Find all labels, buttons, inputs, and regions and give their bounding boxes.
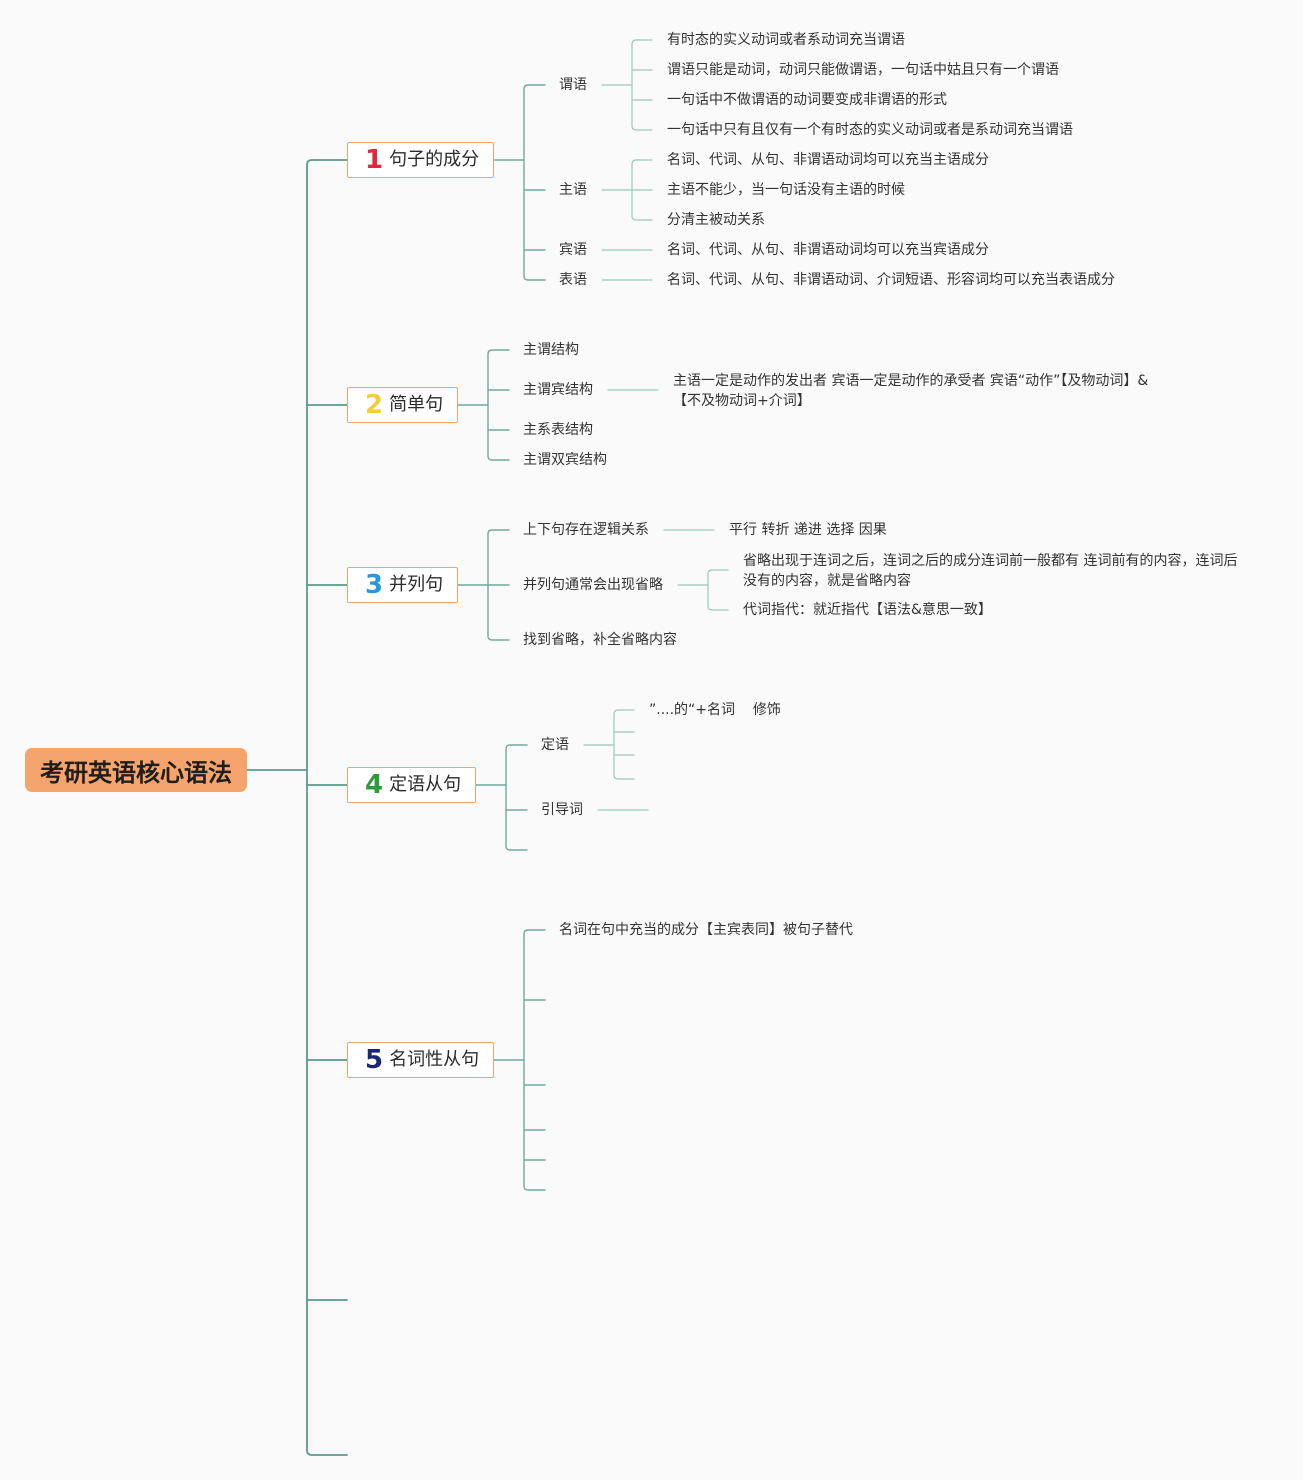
topic-label: 句子的成分 [389, 149, 480, 170]
object-note-1[interactable]: 名词、代词、从句、非谓语动词均可以充当宾语成分 [667, 242, 989, 258]
subtopic-predicate[interactable]: 谓语 [559, 77, 587, 93]
bracket-predicate [631, 39, 653, 131]
number-4-marker-icon: 4 [365, 770, 384, 800]
topic-label: 定语从句 [389, 774, 462, 795]
subtopic-svc-structure[interactable]: 主系表结构 [523, 422, 593, 438]
central-topic[interactable]: 考研英语核心语法 [25, 748, 247, 792]
subtopic-logical-relation[interactable]: 上下句存在逻辑关系 [523, 522, 649, 538]
subtopic-ellipsis[interactable]: 并列句通常会出现省略 [523, 577, 663, 593]
bracket-attributive [613, 709, 635, 780]
topic-label: 并列句 [389, 574, 444, 595]
predicate-note-2[interactable]: 谓语只能是动词，动词只能做谓语，一句话中姑且只有一个谓语 [667, 62, 1059, 78]
bracket-ellipsis [707, 569, 729, 611]
bracket-topic-3 [487, 529, 510, 641]
number-1-marker-icon: 1 [365, 145, 384, 175]
logical-relation-note-1[interactable]: 平行 转折 递进 选择 因果 [729, 522, 887, 538]
topic-attributive-clause[interactable]: 4 定语从句 [347, 767, 476, 803]
subtopic-svoo-structure[interactable]: 主谓双宾结构 [523, 452, 607, 468]
topic-label: 名词性从句 [389, 1049, 480, 1070]
bracket-subject [631, 159, 653, 221]
attributive-note-1[interactable]: ”....的“+名词 修饰 [649, 702, 781, 718]
ellipsis-note-1[interactable]: 省略出现于连词之后，连词之后的成分连词前一般都有 连词前有的内容，连词后 没有的… [743, 553, 1238, 589]
number-2-marker-icon: 2 [365, 390, 384, 420]
subject-note-2[interactable]: 主语不能少，当一句话没有主语的时候 [667, 182, 905, 198]
predicate-note-3[interactable]: 一句话中不做谓语的动词要变成非谓语的形式 [667, 92, 947, 108]
subject-note-3[interactable]: 分清主被动关系 [667, 212, 765, 228]
subtopic-object[interactable]: 宾语 [559, 242, 587, 258]
subtopic-restore-ellipsis[interactable]: 找到省略，补全省略内容 [523, 632, 677, 648]
subtopic-attributive[interactable]: 定语 [541, 737, 569, 753]
topic-simple-sentence[interactable]: 2 简单句 [347, 387, 458, 423]
bracket-topic-4 [505, 744, 528, 851]
ellipsis-note-2[interactable]: 代词指代：就近指代【语法&意思一致】 [743, 602, 992, 618]
bracket-topic-2 [487, 349, 510, 461]
topic-compound-sentence[interactable]: 3 并列句 [347, 567, 458, 603]
number-5-marker-icon: 5 [365, 1045, 384, 1075]
predicative-note-1[interactable]: 名词、代词、从句、非谓语动词、介词短语、形容词均可以充当表语成分 [667, 272, 1115, 288]
predicate-note-1[interactable]: 有时态的实义动词或者系动词充当谓语 [667, 32, 905, 48]
bracket-topic-1 [523, 84, 546, 281]
svo-note-1[interactable]: 主语一定是动作的发出者 宾语一定是动作的承受者 宾语“动作”【及物动词】& 【不… [673, 373, 1149, 409]
nominal-clause-note-1[interactable]: 名词在句中充当的成分【主宾表同】被句子替代 [559, 922, 853, 938]
bracket-topic-5 [523, 929, 546, 1191]
subtopic-sv-structure[interactable]: 主谓结构 [523, 342, 579, 358]
trunk-bracket [306, 159, 348, 1456]
subtopic-subject[interactable]: 主语 [559, 182, 587, 198]
subtopic-relative-word[interactable]: 引导词 [541, 802, 583, 818]
subtopic-svo-structure[interactable]: 主谓宾结构 [523, 382, 593, 398]
subtopic-predicative[interactable]: 表语 [559, 272, 587, 288]
predicate-note-4[interactable]: 一句话中只有且仅有一个有时态的实义动词或者是系动词充当谓语 [667, 122, 1073, 138]
topic-label: 简单句 [389, 394, 444, 415]
topic-sentence-components[interactable]: 1 句子的成分 [347, 142, 494, 178]
subject-note-1[interactable]: 名词、代词、从句、非谓语动词均可以充当主语成分 [667, 152, 989, 168]
number-3-marker-icon: 3 [365, 570, 384, 600]
topic-nominal-clause[interactable]: 5 名词性从句 [347, 1042, 494, 1078]
